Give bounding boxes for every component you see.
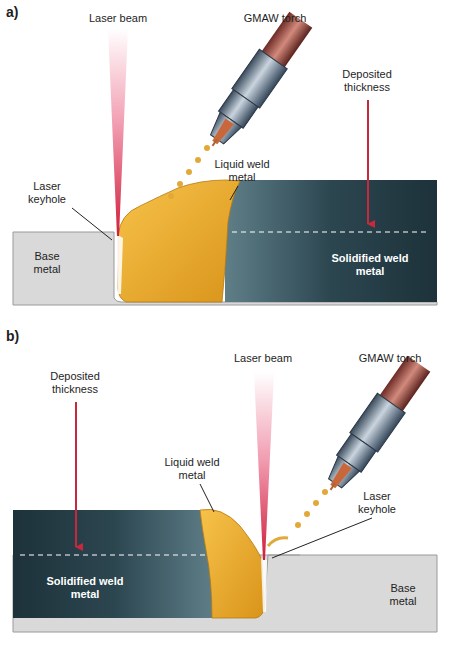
part-label: Laser beam	[225, 352, 301, 365]
part-label: Base metal	[378, 582, 428, 608]
part-label: GMAW torch	[235, 12, 315, 25]
part-label: Laser keyhole	[350, 490, 404, 516]
part-label: Liquid weld metal	[210, 158, 274, 184]
part-label: Liquid weld metal	[160, 456, 224, 482]
panel-letter: b)	[6, 330, 36, 343]
part-label: Solidified weld metal	[40, 575, 130, 601]
part-label: Laser keyhole	[20, 180, 74, 206]
dimension-label: Deposited thickness	[322, 68, 412, 94]
part-label: GMAW torch	[350, 352, 430, 365]
dimension-label: Deposited thickness	[30, 370, 120, 396]
part-label: Laser beam	[80, 12, 156, 25]
panel-letter: a)	[6, 6, 36, 19]
part-label: Base metal	[22, 250, 72, 276]
part-label: Solidified weld metal	[325, 252, 415, 278]
